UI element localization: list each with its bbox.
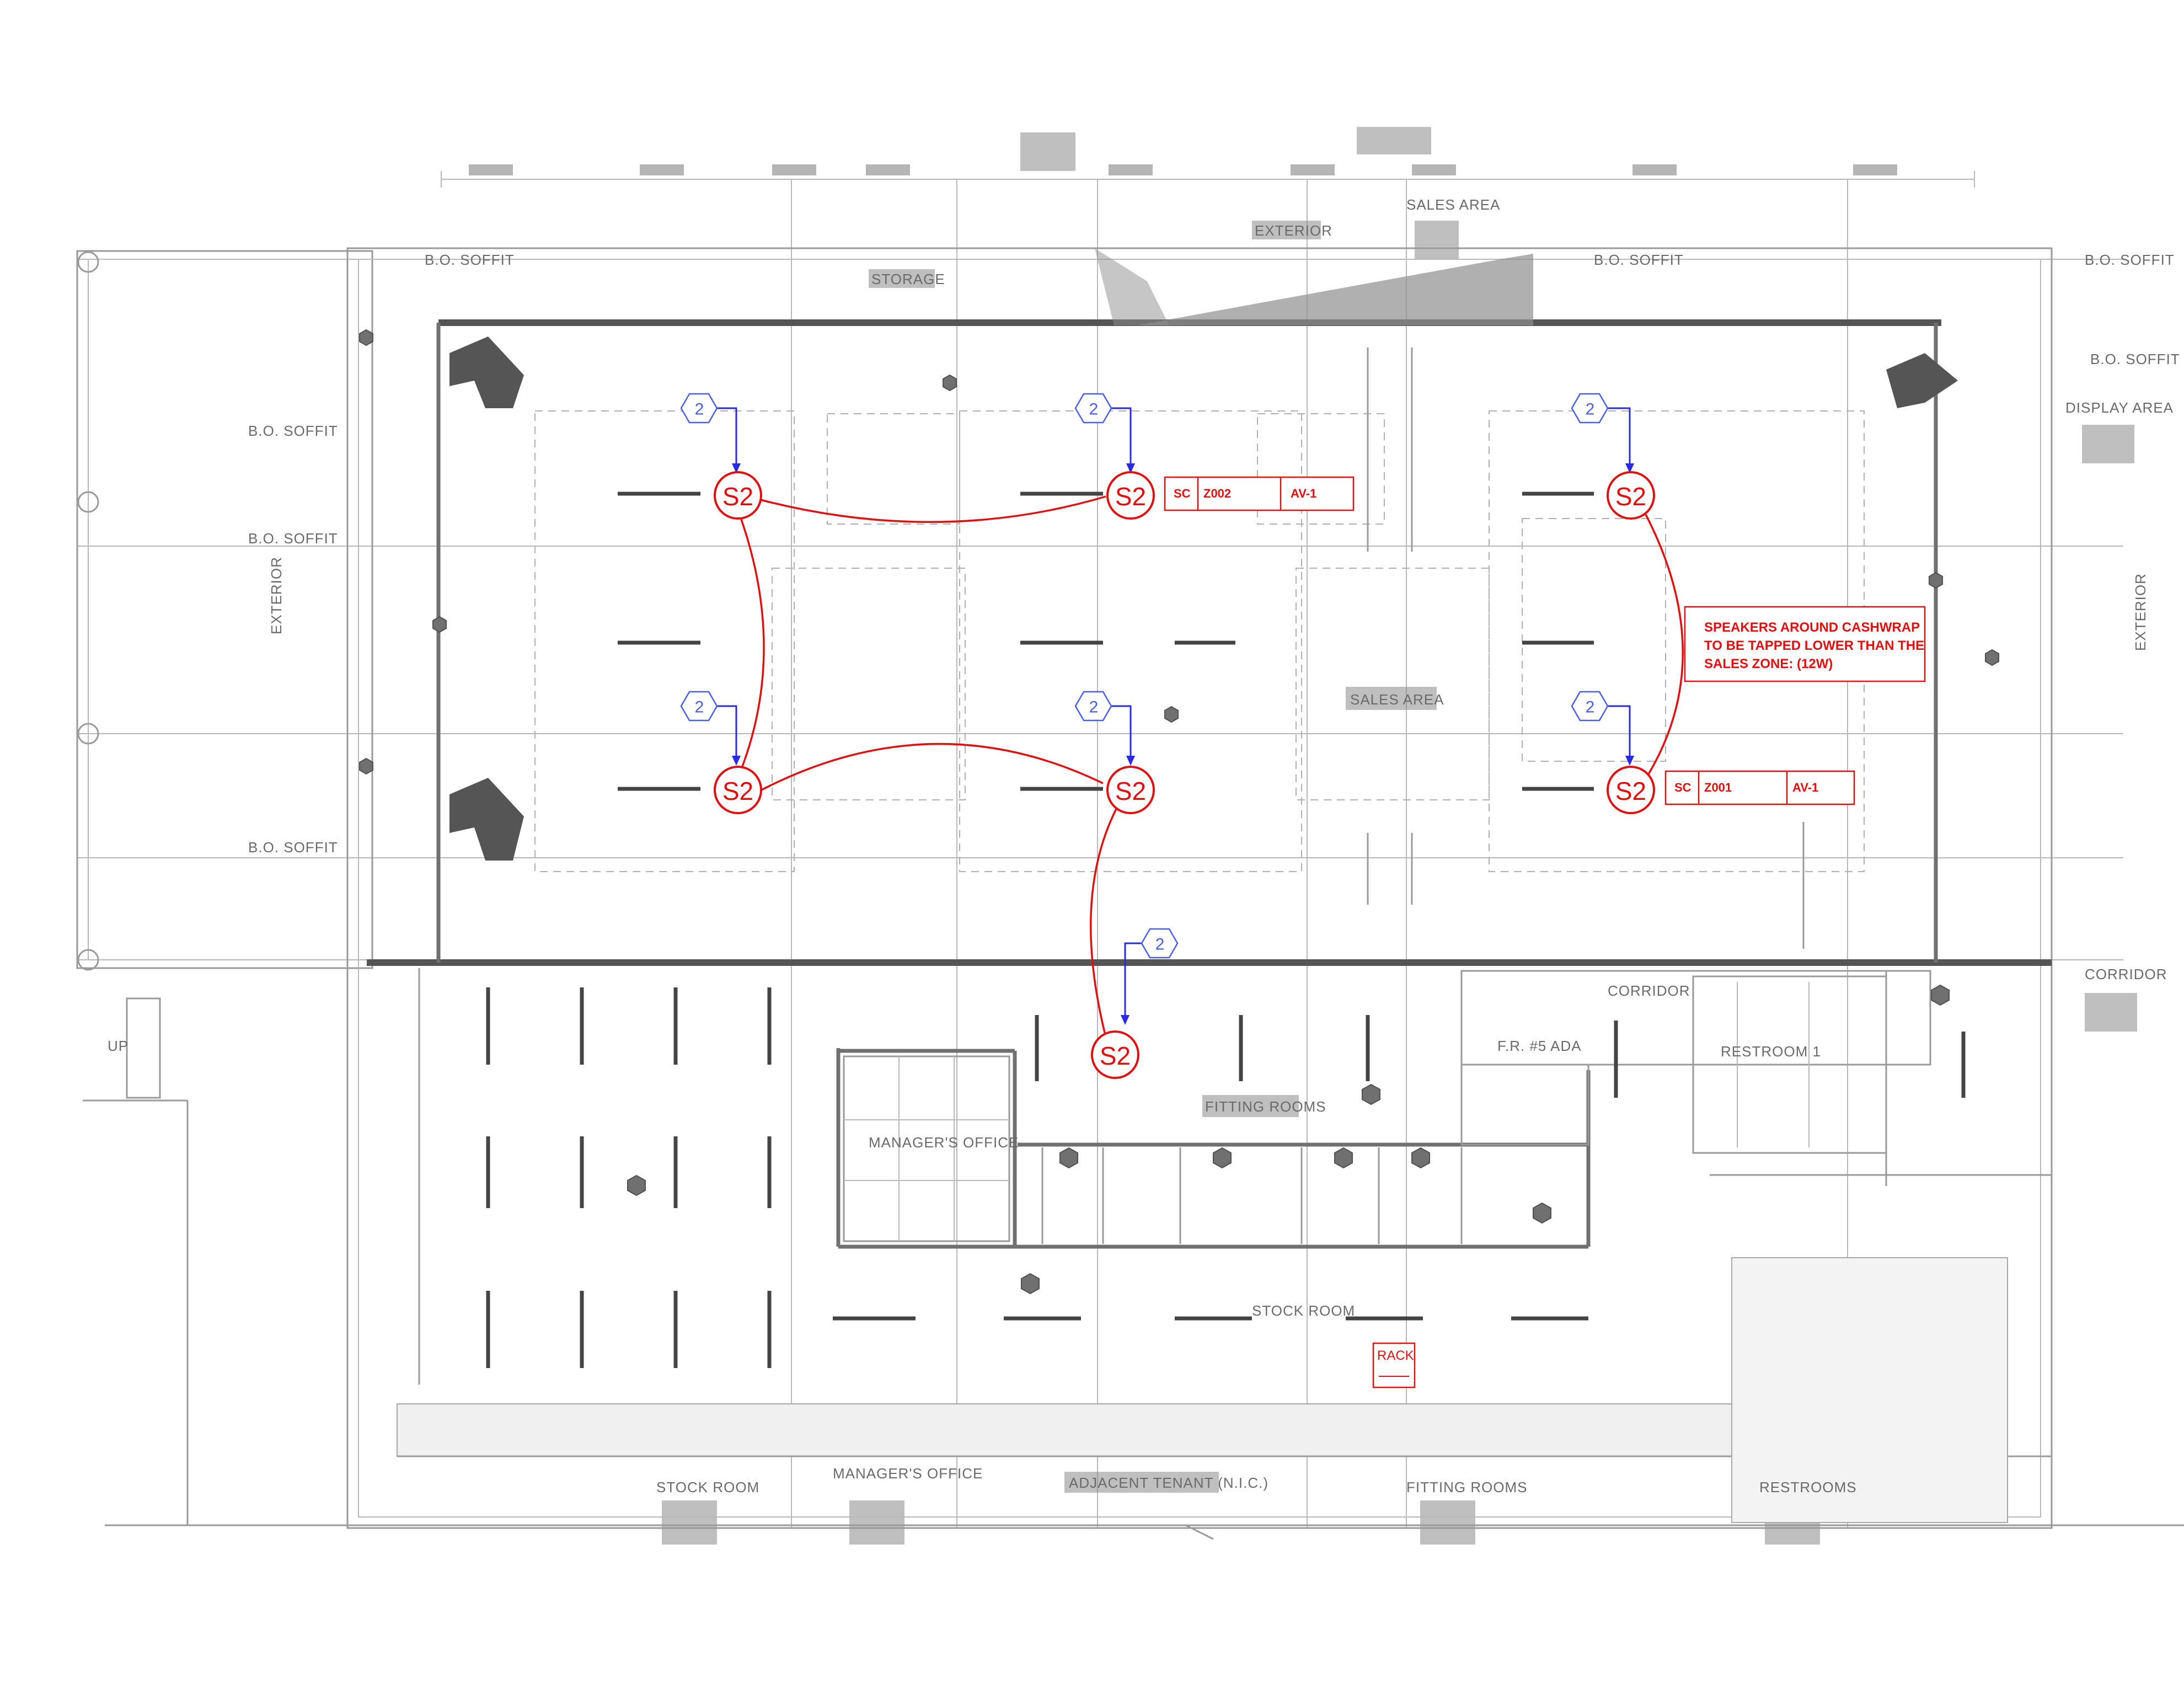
speaker-label: S2 (1615, 777, 1646, 805)
speakers: S2 S2 S2 S2 S2 S2 S2 (714, 471, 1655, 1079)
note-line-2: TO BE TAPPED LOWER THAN THE (1704, 638, 1924, 653)
note-line-3: SALES ZONE: (12W) (1704, 656, 1833, 671)
stock-room-bottom-label: STOCK ROOM (656, 1479, 759, 1495)
zone-tag-amp: AV-1 (1792, 781, 1818, 794)
zone-tag-type: SC (1174, 487, 1191, 500)
speaker-label: S2 (1115, 482, 1146, 511)
speaker-label: S2 (1100, 1041, 1131, 1070)
soffit-label-l2: B.O. SOFFIT (248, 530, 338, 547)
zone-tag-amp: AV-1 (1291, 487, 1316, 500)
zone-tag-z001[interactable]: SC Z001 AV-1 (1664, 770, 1855, 805)
speaker-label: S2 (1615, 482, 1646, 511)
architectural-base (76, 127, 2184, 1545)
exterior-top-label: EXTERIOR (1255, 222, 1332, 239)
restroom-label: RESTROOM 1 (1721, 1043, 1821, 1060)
zone-tag-zone: Z002 (1203, 487, 1231, 500)
storage-label: STORAGE (871, 271, 945, 287)
speaker-s2[interactable]: S2 (1607, 471, 1655, 520)
sales-area-label: SALES AREA (1350, 691, 1444, 708)
rack-label: RACK (1377, 1348, 1414, 1363)
rack[interactable]: RACK (1372, 1342, 1416, 1388)
room-labels: STORAGE EXTERIOR SALES AREA DISPLAY AREA… (108, 196, 2180, 1495)
fr-ada-label: F.R. #5 ADA (1497, 1038, 1582, 1054)
speaker-s2[interactable]: S2 (1106, 471, 1155, 520)
zone-tag-zone: Z001 (1704, 781, 1732, 794)
speaker-s2[interactable]: S2 (1607, 766, 1655, 814)
speaker-label: S2 (1115, 777, 1146, 805)
tap-value: 2 (1089, 698, 1099, 717)
corridor-right-label: CORRIDOR (2085, 966, 2167, 982)
tap-value: 2 (695, 698, 704, 717)
tap-value: 2 (695, 400, 704, 419)
soffit-label-r: B.O. SOFFIT (2085, 252, 2175, 268)
tap-value: 2 (1586, 698, 1595, 717)
tap-marker: 2 (680, 691, 741, 766)
up-label: UP (108, 1038, 129, 1054)
tap-marker: 2 (1121, 928, 1179, 1025)
soffit-label-l3: B.O. SOFFIT (248, 839, 338, 856)
adjacent-tenant-label: ADJACENT TENANT (N.I.C.) (1069, 1475, 1268, 1491)
tap-marker: 2 (1571, 393, 1634, 473)
managers-office-label: MANAGER'S OFFICE (869, 1134, 1019, 1151)
tap-value: 2 (1155, 936, 1165, 954)
soffit-label-l1: B.O. SOFFIT (248, 423, 338, 439)
speaker-wiring (738, 495, 1684, 1038)
restrooms-bottom-label: RESTROOMS (1759, 1479, 1857, 1495)
fitting-rooms-bottom-label: FITTING ROOMS (1406, 1479, 1528, 1495)
tap-marker: 2 (1074, 393, 1135, 473)
speaker-s2[interactable]: S2 (714, 766, 762, 814)
fitting-rooms-label: FITTING ROOMS (1205, 1098, 1326, 1115)
speaker-s2[interactable]: S2 (1106, 766, 1155, 814)
tap-value: 2 (1089, 400, 1099, 419)
zone-tag-z002[interactable]: SC Z002 AV-1 (1164, 476, 1355, 511)
tap-marker: 2 (1571, 691, 1634, 766)
corridor-label: CORRIDOR (1608, 982, 1690, 999)
soffit-label-r2: B.O. SOFFIT (2090, 351, 2180, 367)
soffit-label-tr: B.O. SOFFIT (1594, 252, 1684, 268)
managers-office-bottom-label: MANAGER'S OFFICE (833, 1465, 983, 1482)
tap-value: 2 (1586, 400, 1595, 419)
display-area-label: DISPLAY AREA (2065, 399, 2174, 416)
note-line-1: SPEAKERS AROUND CASHWRAP (1704, 620, 1920, 635)
exterior-left-label: EXTERIOR (268, 557, 285, 634)
speaker-s2[interactable]: S2 (714, 471, 762, 520)
zone-tag-type: SC (1674, 781, 1691, 794)
cashwrap-note: SPEAKERS AROUND CASHWRAP TO BE TAPPED LO… (1684, 606, 1926, 682)
speaker-label: S2 (722, 777, 753, 805)
stock-room-label: STOCK ROOM (1252, 1302, 1355, 1319)
sales-area-top-label: SALES AREA (1406, 196, 1500, 213)
exterior-right-label: EXTERIOR (2132, 573, 2149, 651)
speaker-label: S2 (722, 482, 753, 511)
tap-markers: 2 2 2 2 2 2 (680, 393, 1634, 1025)
soffit-label-tl: B.O. SOFFIT (425, 252, 515, 268)
tap-marker: 2 (680, 393, 741, 473)
tap-marker: 2 (1074, 691, 1135, 766)
speaker-s2[interactable]: S2 (1091, 1030, 1139, 1079)
